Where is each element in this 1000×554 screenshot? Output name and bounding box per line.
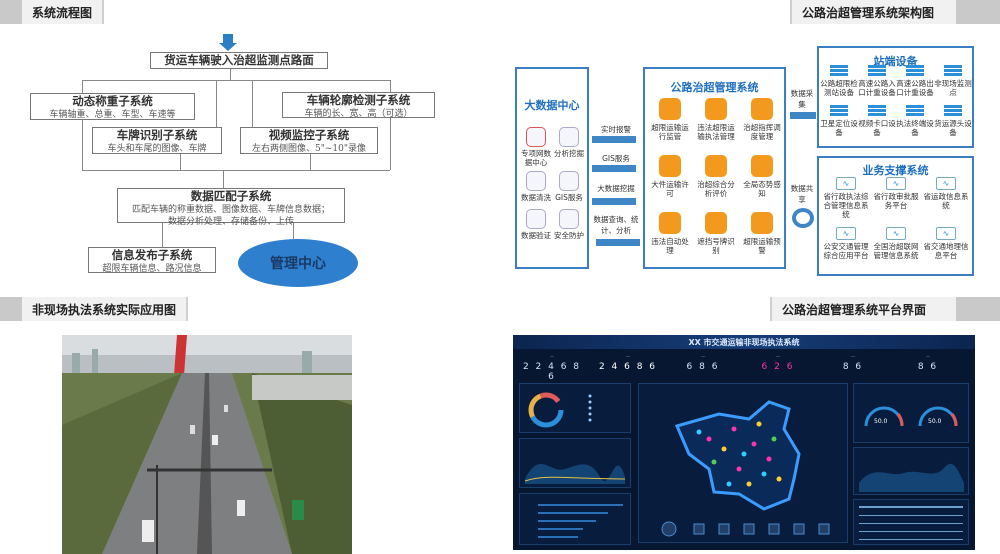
- publish-subsystem-box: 信息发布子系统超限车辆信息、路况信息: [88, 247, 216, 274]
- gauge-value: 50.0: [928, 418, 942, 425]
- monitor-icon: ∿: [886, 177, 906, 190]
- main-system-item: 全局态势感知: [740, 155, 784, 198]
- line-chart-left: [519, 438, 631, 488]
- module-icon: [751, 212, 773, 234]
- module-icon: [705, 212, 727, 234]
- highway-photo: [62, 335, 352, 554]
- layers-icon: [906, 65, 924, 77]
- station-device-item: 公路超限检测站设备: [820, 65, 858, 97]
- support-system-item: ∿省交通地理信息平台: [923, 227, 969, 260]
- section-title-platform: 公路治超管理系统平台界面: [770, 297, 956, 321]
- module-icon: [751, 98, 773, 120]
- layers-icon: [944, 65, 962, 77]
- module-icon: [705, 155, 727, 177]
- main-system-item: 超限运输运行监管: [648, 98, 692, 141]
- station-device-item: 货运源头设备: [934, 105, 972, 137]
- monitor-icon: ∿: [836, 177, 856, 190]
- layers-icon: [944, 105, 962, 117]
- main-system-item: 治超指挥调度管理: [740, 98, 784, 141]
- monitor-icon: ∿: [886, 227, 906, 240]
- station-device-item: 执法终端设备: [896, 105, 934, 137]
- layers-icon: [906, 105, 924, 117]
- support-system-item: ∿省行政执法综合管理信息系统: [823, 177, 869, 219]
- map-panel: [638, 383, 848, 543]
- main-system-item: 违法自动处理: [648, 212, 692, 255]
- records-table: [853, 499, 969, 545]
- contour-subsystem-box: 车辆轮廓检测子系统车辆的长、宽、高（可选）: [282, 92, 435, 119]
- module-icon: [659, 98, 681, 120]
- station-panel: 站端设备: [817, 46, 974, 148]
- module-icon: [659, 212, 681, 234]
- monitor-icon: ∿: [836, 227, 856, 240]
- station-device-item: 卫星定位设备: [820, 105, 858, 137]
- sync-icon: [792, 208, 814, 228]
- section-title-arch: 公路治超管理系统架构图: [790, 0, 956, 24]
- monitor-icon: ∿: [936, 227, 956, 240]
- dashboard-title: XX 市交通运输非现场执法系统: [688, 338, 800, 347]
- line-chart-right: [853, 447, 969, 495]
- support-system-item: ∿省运政信息系统: [923, 177, 969, 210]
- layers-icon: [830, 105, 848, 117]
- station-device-item: 高速公路出口计重设备: [896, 65, 934, 97]
- module-icon: [751, 155, 773, 177]
- main-system-item: 超限运输预警: [740, 212, 784, 255]
- start-box: 货运车辆驶入治超监测点路面: [150, 52, 328, 69]
- weigh-subsystem-box: 动态称重子系统车辆轴重、总重、车型、车速等: [30, 93, 195, 120]
- module-icon: [659, 155, 681, 177]
- plate-subsystem-box: 车牌识别子系统车头和车尾的图像、车牌: [92, 127, 222, 154]
- station-device-item: 高速公路入口计重设备: [858, 65, 896, 97]
- video-subsystem-box: 视频监控子系统左右两侧图像、5"~10"录像: [240, 127, 378, 154]
- bigdata-panel: 大数据中心 专项网数据中心 分析挖掘 数据清洗 GIS服务 数据验证 安全防护: [515, 67, 589, 269]
- platform-dashboard: XX 市交通运输非现场执法系统 —2 2 4 6 8 6 —2 4 6 8 6 …: [513, 335, 975, 550]
- header-decor: [0, 297, 22, 321]
- header-decor: [0, 0, 22, 24]
- gauge-panel: 50.0 50.0: [853, 383, 969, 443]
- down-arrow-head: [219, 43, 237, 51]
- header-decor: [956, 297, 1000, 321]
- station-device-item: 视频卡口设备: [858, 105, 896, 137]
- layers-icon: [830, 65, 848, 77]
- support-system-item: ∿省行政审批服务平台: [873, 177, 919, 210]
- layers-icon: [868, 65, 886, 77]
- support-system-item: ∿公安交通管理综合应用平台: [823, 227, 869, 260]
- section-title-photo: 非现场执法系统实际应用图: [22, 297, 189, 321]
- donut-panel: [519, 383, 631, 433]
- monitor-icon: ∿: [936, 177, 956, 190]
- support-system-item: ∿全国治超联网管理信息系统: [873, 227, 919, 260]
- main-system-item: 遮挡号牌识别: [694, 212, 738, 255]
- main-system-item: 大件运输许可: [648, 155, 692, 198]
- gauge-value: 50.0: [874, 418, 888, 425]
- match-subsystem-box: 数据匹配子系统匹配车辆的称重数据、图像数据、车牌信息数据；数据分析处理、存储备份…: [117, 188, 345, 227]
- down-arrow-icon: [223, 34, 233, 44]
- management-center: 管理中心: [238, 239, 358, 287]
- main-system-item: 违法超限运输执法管理: [694, 98, 738, 141]
- layers-icon: [868, 105, 886, 117]
- section-title-flow: 系统流程图: [22, 0, 105, 24]
- module-icon: [705, 98, 727, 120]
- ranking-panel: [519, 493, 631, 545]
- support-panel: 业务支撑系统: [817, 156, 974, 276]
- header-decor: [956, 0, 1000, 24]
- main-system-item: 治超综合分析评价: [694, 155, 738, 198]
- station-device-item: 非现场监测点: [934, 65, 972, 97]
